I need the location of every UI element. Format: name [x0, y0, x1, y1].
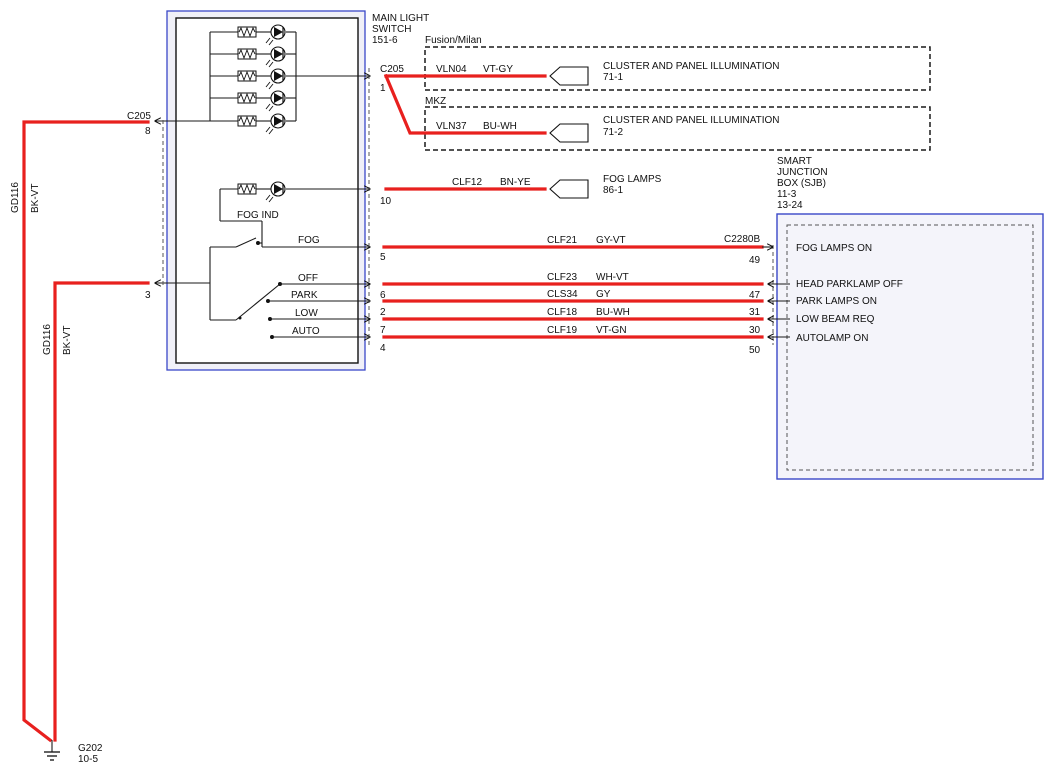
circuit-sw-pin: 4 — [380, 343, 386, 354]
mkz-dest: CLUSTER AND PANEL ILLUMINATION — [603, 115, 780, 126]
illum-connector: C205 — [380, 64, 404, 75]
ground-id: G202 — [78, 743, 103, 754]
switch-contacts — [155, 237, 370, 339]
sjb-ref2: 13-24 — [777, 200, 803, 211]
ground-ref: 10-5 — [78, 754, 98, 765]
sjb-connector: C2280B — [724, 234, 760, 245]
sjb-input-label: PARK LAMPS ON — [796, 296, 877, 307]
fusion-circuit: VLN04 — [436, 64, 467, 75]
ground-wires — [22, 120, 150, 761]
circuit-sw-pin: 2 — [380, 307, 386, 318]
illumination-led-bank — [155, 31, 370, 121]
fusion-color: VT-GY — [483, 64, 513, 75]
circuit-id: CLF23 — [547, 272, 577, 283]
mkz-label: MKZ — [425, 96, 446, 107]
fusion-ref: 71-1 — [603, 72, 623, 83]
led-icon — [237, 24, 286, 46]
circuit-sjb-pin: 31 — [749, 307, 761, 318]
mkz-circuit: VLN37 — [436, 121, 467, 132]
ground-wire2-color: BK-VT — [62, 326, 73, 355]
fog-circuit: CLF12 — [452, 177, 482, 188]
mkz-ref: 71-2 — [603, 127, 623, 138]
switch-position-auto: AUTO — [292, 326, 320, 337]
circuit-color: WH-VT — [596, 272, 629, 283]
switch-title-line2: SWITCH — [372, 24, 411, 35]
sjb-title-line2: JUNCTION — [777, 167, 828, 178]
illumination-outputs — [383, 46, 931, 151]
sjb-title-line3: BOX (SJB) — [777, 178, 826, 189]
circuit-id: CLF18 — [547, 307, 577, 318]
fusion-dest: CLUSTER AND PANEL ILLUMINATION — [603, 61, 780, 72]
circuit-id: CLS34 — [547, 289, 578, 300]
illum-pin: 1 — [380, 83, 386, 94]
ground-wire1-color: BK-VT — [30, 184, 41, 213]
circuit-sjb-pin: 50 — [749, 345, 761, 356]
circuit-sw-pin: 7 — [380, 325, 386, 336]
smart-junction-box — [772, 213, 1044, 480]
circuit-id: CLF19 — [547, 325, 577, 336]
ground-wire1-circuit: GD116 — [10, 182, 21, 213]
fog-pin: 10 — [380, 196, 392, 207]
fog-lamp-circuit — [384, 179, 589, 199]
signal-wires — [382, 247, 790, 337]
fog-ind-label: FOG IND — [237, 210, 279, 221]
fog-ref: 86-1 — [603, 185, 623, 196]
switch-position-off: OFF — [298, 273, 318, 284]
sjb-input-label: LOW BEAM REQ — [796, 314, 875, 325]
sjb-input-label: AUTOLAMP ON — [796, 333, 868, 344]
switch-position-low: LOW — [295, 308, 318, 319]
circuit-sw-pin: 5 — [380, 252, 386, 263]
circuit-color: GY — [596, 289, 611, 300]
ground-pin-bottom: 3 — [145, 290, 151, 301]
ground-pin-top: 8 — [145, 126, 151, 137]
main-light-switch: FOG IND FOG OFF PARK LOW AUTO — [155, 10, 370, 371]
circuit-id: CLF21 — [547, 235, 577, 246]
switch-title-line1: MAIN LIGHT — [372, 13, 429, 24]
circuit-sw-pin: 6 — [380, 290, 386, 301]
switch-position-park: PARK — [291, 290, 318, 301]
circuit-color: GY-VT — [596, 235, 626, 246]
sjb-ref1: 11-3 — [777, 189, 797, 200]
circuit-sjb-pin: 30 — [749, 325, 761, 336]
ground-wire2-circuit: GD116 — [42, 324, 53, 355]
switch-ref: 151-6 — [372, 35, 398, 46]
fog-indicator-led-icon — [219, 181, 370, 247]
fog-dest: FOG LAMPS — [603, 174, 662, 185]
ground-connector: C205 — [127, 111, 151, 122]
sjb-input-label: HEAD PARKLAMP OFF — [796, 279, 903, 290]
circuit-sjb-pin: 49 — [749, 255, 761, 266]
mkz-color: BU-WH — [483, 121, 517, 132]
sjb-input-label: FOG LAMPS ON — [796, 243, 872, 254]
fusion-label: Fusion/Milan — [425, 35, 482, 46]
fog-position-label: FOG — [298, 235, 320, 246]
circuit-color: BU-WH — [596, 307, 630, 318]
circuit-sjb-pin: 47 — [749, 290, 761, 301]
fog-color: BN-YE — [500, 177, 531, 188]
circuit-color: VT-GN — [596, 325, 627, 336]
sjb-title-line1: SMART — [777, 156, 812, 167]
